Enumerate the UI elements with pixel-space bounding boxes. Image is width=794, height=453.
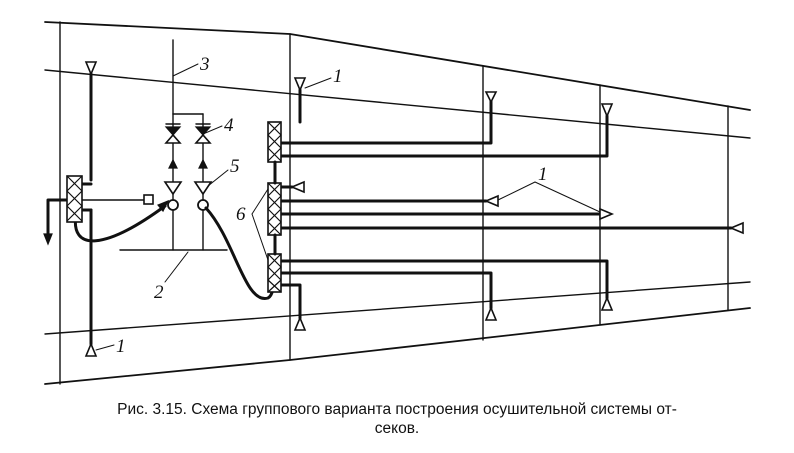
drain-inlet-icon xyxy=(484,91,498,104)
callout-main-line: 3 xyxy=(199,54,210,75)
valve-box-icon xyxy=(267,253,282,293)
callout-drain-inlet: 1 xyxy=(538,164,548,185)
caption-line-2: секов. xyxy=(374,420,420,437)
drain-inlet-icon xyxy=(728,221,744,235)
flow-arrow-icon xyxy=(198,158,208,169)
test-tap-icon xyxy=(143,194,154,205)
drain-inlet-icon xyxy=(600,103,614,119)
callout-receiver-group: 2 xyxy=(154,282,164,303)
drainage-system-scheme: 3 1 4 5 6 1 2 1 xyxy=(43,21,751,385)
drain-inlet-icon xyxy=(484,305,498,321)
drain-inlet-icon xyxy=(293,315,307,331)
hull-bottom-edge xyxy=(44,307,751,385)
flow-arrow-icon xyxy=(168,158,178,169)
drain-inlet-icon xyxy=(600,295,614,311)
figure-caption: Рис. 3.15. Схема группового варианта пос… xyxy=(0,400,794,438)
drain-inlet-icon xyxy=(599,207,615,221)
deck-line-lower xyxy=(44,281,751,335)
drain-inlet-icon xyxy=(483,194,499,208)
discharge-arrow-icon xyxy=(43,233,53,246)
non-return-valve-icon xyxy=(193,181,213,196)
callout-valve-box: 6 xyxy=(236,204,246,225)
callout-leaders xyxy=(95,63,601,351)
flow-arrow-icon xyxy=(157,199,170,213)
callout-labels: 3 1 4 5 6 1 2 1 xyxy=(116,54,548,357)
valve-box-icon xyxy=(267,182,282,236)
drain-inlet-icon xyxy=(293,77,307,93)
callout-valve: 4 xyxy=(224,115,234,136)
left-compartment-group xyxy=(43,61,170,357)
caption-line-1: Рис. 3.15. Схема группового варианта пос… xyxy=(117,401,677,418)
valve-box-icon xyxy=(267,121,282,163)
hull-structure xyxy=(44,21,751,385)
callout-drain-inlet: 1 xyxy=(116,336,126,357)
pump-icon xyxy=(167,199,179,211)
hull-top-edge xyxy=(44,21,751,111)
deck-line-upper xyxy=(44,69,751,139)
drain-inlet-icon xyxy=(289,180,305,194)
non-return-valve-icon xyxy=(163,181,183,196)
valve-icon xyxy=(164,123,182,144)
right-distribution-group xyxy=(267,77,744,331)
pump-units-group xyxy=(119,39,278,300)
drain-inlet-icon xyxy=(84,61,98,77)
valve-box-icon xyxy=(66,175,83,223)
callout-drain-inlet: 1 xyxy=(333,66,343,87)
callout-non-return-valve: 5 xyxy=(230,156,240,177)
valve-icon xyxy=(194,123,212,144)
drain-inlet-icon xyxy=(84,341,98,357)
